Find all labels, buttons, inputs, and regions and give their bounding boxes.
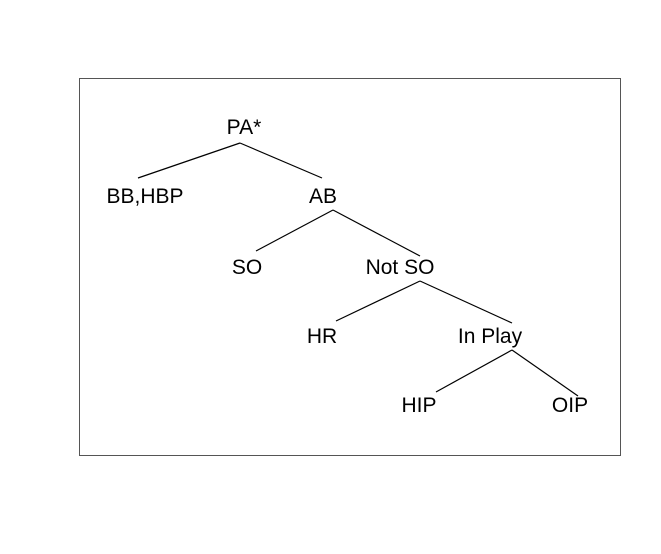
node-hr: HR [307,325,337,348]
node-bb-hbp: BB,HBP [106,185,183,208]
edge-pa-bb-hbp [137,142,241,179]
edge-ab-so [255,209,334,252]
edge-ab-not-so [332,209,421,257]
plot-frame [79,78,621,456]
node-so: SO [232,256,262,279]
node-oip: OIP [552,394,588,417]
node-hip: HIP [401,394,436,417]
edge-pa-ab [239,142,323,179]
edge-in-play-hip [435,349,513,393]
node-ab: AB [309,185,337,208]
node-in-play: In Play [458,325,523,348]
edge-not-so-in-play [419,280,513,324]
edge-not-so-hr [335,280,421,322]
node-pa: PA* [227,116,262,139]
node-not-so: Not SO [366,256,435,279]
edge-in-play-oip [511,349,579,397]
